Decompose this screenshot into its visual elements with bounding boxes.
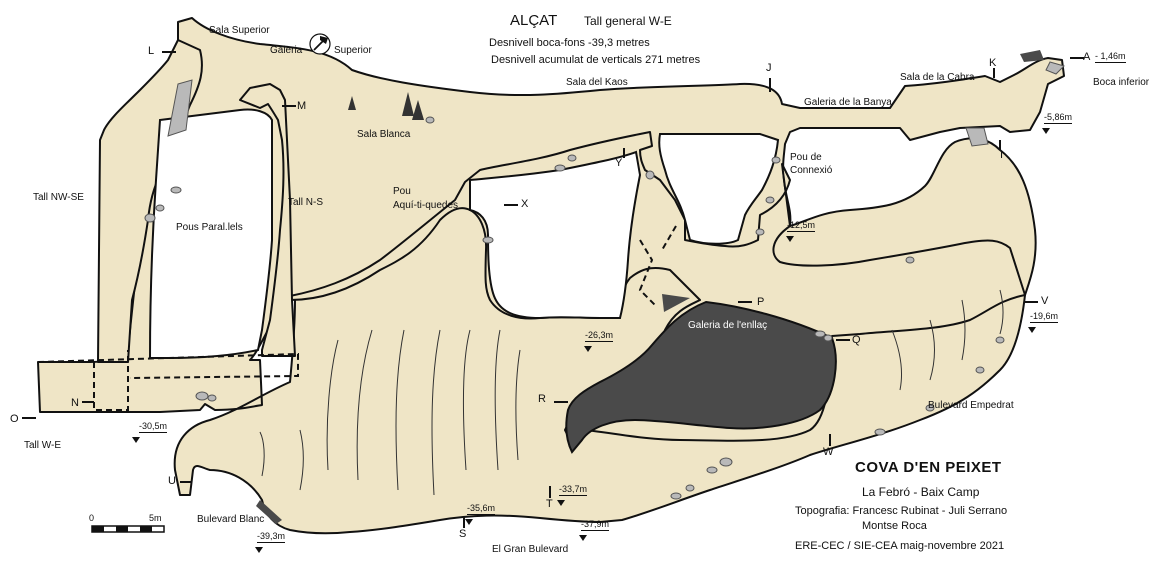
depth-4-marker <box>1028 327 1036 333</box>
label-gran-bulevard: El Gran Bulevard <box>492 544 569 555</box>
depth-8-marker <box>465 519 473 525</box>
header-desnivell: Desnivell boca-fons -39,3 metres <box>489 37 650 49</box>
galeria-enllac-dark <box>565 300 837 454</box>
map-topography-2: Montse Roca <box>862 520 927 532</box>
section-S: S <box>459 528 467 540</box>
section-P: P <box>757 296 765 308</box>
section-R: R <box>538 393 546 405</box>
section-markers <box>22 51 1084 528</box>
section-M: M <box>297 100 307 112</box>
dark-boca <box>1020 50 1044 62</box>
depth-3-marker <box>786 236 794 242</box>
label-tall-n-s: Tall N-S <box>288 197 324 208</box>
label-pou-aqui-1: Pou <box>393 186 411 197</box>
formations <box>348 92 424 120</box>
section-J: J <box>766 62 772 74</box>
section-W: W <box>823 446 834 458</box>
section-Y: Y <box>615 157 623 169</box>
label-pou-connexio-1: Pou de <box>790 152 822 163</box>
depth-10: -39,3m <box>257 531 286 543</box>
section-L: L <box>148 45 155 57</box>
depth-9-marker <box>579 535 587 541</box>
void-left-upper <box>469 150 642 320</box>
section-U: U <box>168 475 176 487</box>
header-desnivell-acumulat: Desnivell acumulat de verticals 271 metr… <box>491 54 701 66</box>
label-bulevard-empedrat: Bulevard Empedrat <box>928 400 1014 411</box>
dashed-connections <box>37 225 677 411</box>
header-alcat: ALÇAT <box>510 12 558 29</box>
section-O: O <box>10 413 19 425</box>
section-K: K <box>989 57 997 69</box>
scale-zero: 0 <box>89 513 95 523</box>
depth-8: -35,6m <box>467 503 496 515</box>
section-X: X <box>521 198 529 210</box>
rocks <box>144 61 1065 500</box>
label-galeria-enllac: Galeria de l'enllaç <box>688 320 768 331</box>
scale-bar <box>91 525 165 533</box>
hatching <box>259 289 1004 496</box>
label-boca-inferior: Boca inferior <box>1093 77 1150 88</box>
void-pous-parallels <box>148 108 273 359</box>
label-superior: Superior <box>334 45 372 56</box>
section-A: A <box>1083 51 1091 63</box>
right-shaft <box>239 83 296 357</box>
depth-4: -19,6m <box>1030 311 1059 323</box>
label-pou-aqui-2: Aquí-ti-quedes <box>393 200 459 211</box>
label-sala-cabra: Sala de la Cabra <box>900 72 975 83</box>
depth-9: -37,9m <box>581 519 610 531</box>
label-pou-connexio-2: Connexió <box>790 165 833 176</box>
section-T: T <box>546 498 553 510</box>
hammer-icon <box>309 33 331 55</box>
section-V: V <box>1041 295 1049 307</box>
depth-2-marker <box>1042 128 1050 134</box>
voids <box>148 108 780 359</box>
depth-6: -30,5m <box>139 421 168 433</box>
dark-bulevard-blanc <box>256 500 282 524</box>
depth-7-marker <box>557 500 565 506</box>
map-credits: ERE-CEC / SIE-CEA maig-novembre 2021 <box>795 540 1005 552</box>
dark-spur <box>662 294 690 312</box>
label-sala-del-kaos: Sala del Kaos <box>566 77 628 88</box>
header-tall-general: Tall general W-E <box>584 14 672 28</box>
label-bulevard-blanc: Bulevard Blanc <box>197 514 265 525</box>
section-I: I <box>1000 149 1004 161</box>
label-sala-superior: Sala Superior <box>209 25 270 36</box>
map-title: COVA D'EN PEIXET <box>855 459 1002 476</box>
label-tall-nw-se: Tall NW-SE <box>33 192 84 203</box>
depth-1: - 1,46m <box>1095 51 1126 63</box>
map-location: La Febró - Baix Camp <box>862 485 980 499</box>
depth-7: -33,7m <box>559 484 588 496</box>
label-tall-w-e: Tall W-E <box>24 440 62 451</box>
depth-3: -12,5m <box>787 220 816 232</box>
section-Q: Q <box>852 334 861 346</box>
label-pous-parallels: Pous Paral.lels <box>176 222 243 233</box>
depth-5-marker <box>584 346 592 352</box>
depth-10-marker <box>255 547 263 553</box>
label-galeria: Galeria <box>270 45 303 56</box>
label-sala-blanca: Sala Blanca <box>357 129 411 140</box>
depth-2: -5,86m <box>1044 112 1073 124</box>
map-topography: Topografia: Francesc Rubinat - Juli Serr… <box>795 505 1008 517</box>
void-mid <box>658 133 780 245</box>
scale-five: 5m <box>149 513 162 523</box>
depth-5: -26,3m <box>585 330 614 342</box>
label-galeria-banya: Galeria de la Banya <box>804 97 892 108</box>
section-N: N <box>71 397 79 409</box>
depth-6-marker <box>132 437 140 443</box>
